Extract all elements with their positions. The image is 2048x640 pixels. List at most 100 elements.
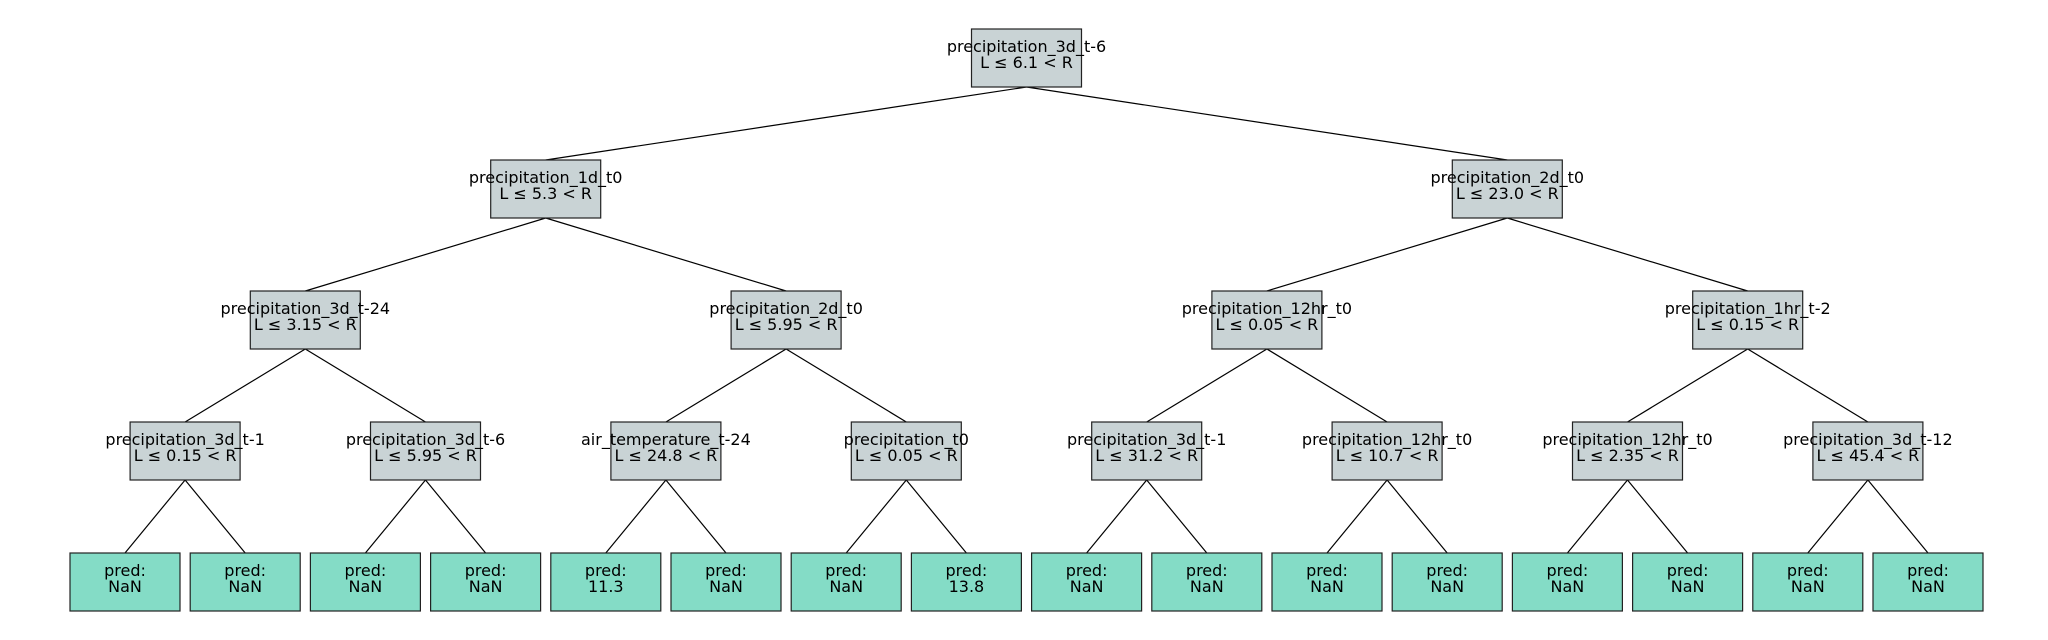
leaf-pred-label: pred: [1547, 561, 1589, 580]
leaf-box [189, 552, 301, 612]
tree-edge [1627, 479, 1689, 554]
leaf-pred-label: pred: [1186, 561, 1228, 580]
split-rule: L ≤ 0.15 < R [1696, 315, 1799, 334]
leaf-pred-label: pred: [946, 561, 988, 580]
tree-edge [364, 479, 426, 554]
split-node: precipitation_3d_t-1L ≤ 0.15 < R [105, 421, 265, 481]
tree-edge [665, 348, 787, 423]
leaf-box [790, 552, 902, 612]
split-rule: L ≤ 3.15 < R [254, 315, 357, 334]
split-rule: L ≤ 23.0 < R [1456, 184, 1559, 203]
leaf-node: pred:NaN [1631, 552, 1744, 612]
leaf-pred-value: 13.8 [949, 577, 985, 596]
leaf-box [69, 552, 181, 612]
tree-edge [305, 217, 546, 292]
split-node: precipitation_3d_t-12L ≤ 45.4 < R [1783, 421, 1953, 481]
leaf-node: pred:NaN [69, 552, 181, 612]
split-rule: L ≤ 5.95 < R [374, 446, 477, 465]
leaf-node: pred:NaN [430, 552, 542, 612]
split-node: precipitation_2d_t0L ≤ 23.0 < R [1431, 159, 1584, 219]
leaf-pred-value: NaN [469, 577, 503, 596]
leaf-node: pred:NaN [309, 552, 421, 612]
leaf-node: pred:NaN [670, 552, 782, 612]
tree-edge [785, 348, 907, 423]
leaf-box [550, 552, 662, 612]
leaf-pred-value: NaN [228, 577, 262, 596]
tree-edge [1266, 217, 1508, 292]
tree-edge [1807, 479, 1869, 554]
leaf-box [670, 552, 782, 612]
split-node: precipitation_1hr_t-2L ≤ 0.15 < R [1665, 290, 1831, 350]
split-box [369, 421, 482, 481]
tree-edge [665, 479, 727, 554]
split-node: precipitation_12hr_t0L ≤ 2.35 < R [1542, 421, 1713, 481]
split-rule: L ≤ 6.1 < R [980, 53, 1073, 72]
split-feature-label: precipitation_t0 [844, 430, 969, 450]
tree-edge [1747, 348, 1869, 423]
split-node: air_temperature_t-24L ≤ 24.8 < R [581, 421, 751, 481]
tree-edge [845, 479, 907, 554]
split-box [129, 421, 241, 481]
tree-nodes: precipitation_3d_t-6L ≤ 6.1 < Rprecipita… [69, 28, 1984, 612]
leaf-box [1391, 552, 1503, 612]
tree-edge [1086, 479, 1148, 554]
leaf-pred-label: pred: [1787, 561, 1829, 580]
leaf-node: pred:NaN [1271, 552, 1383, 612]
leaf-pred-value: NaN [1430, 577, 1464, 596]
leaf-pred-label: pred: [1667, 561, 1709, 580]
split-feature-label: precipitation_3d_t-6 [346, 430, 505, 450]
split-feature-label: precipitation_2d_t0 [709, 299, 863, 319]
split-box [970, 28, 1083, 88]
leaf-pred-label: pred: [345, 561, 387, 580]
split-box [1331, 421, 1443, 481]
split-feature-label: precipitation_3d_t-1 [105, 430, 264, 450]
leaf-pred-label: pred: [1306, 561, 1348, 580]
split-box [1091, 421, 1203, 481]
leaf-pred-label: pred: [585, 561, 627, 580]
split-rule: L ≤ 0.15 < R [134, 446, 237, 465]
leaf-pred-label: pred: [104, 561, 146, 580]
leaf-node: pred:NaN [1391, 552, 1503, 612]
tree-edge [1026, 86, 1508, 161]
tree-edge [905, 479, 967, 554]
leaf-pred-value: NaN [1551, 577, 1585, 596]
split-rule: L ≤ 31.2 < R [1095, 446, 1198, 465]
split-node: precipitation_2d_t0L ≤ 5.95 < R [709, 290, 863, 350]
leaf-pred-value: NaN [1671, 577, 1705, 596]
split-feature-label: precipitation_3d_t-6 [947, 37, 1106, 57]
split-node: precipitation_3d_t-24L ≤ 3.15 < R [221, 290, 390, 350]
leaf-box [309, 552, 421, 612]
leaf-pred-value: NaN [108, 577, 142, 596]
split-box [1211, 290, 1323, 350]
tree-edge [545, 217, 787, 292]
leaf-pred-value: NaN [829, 577, 863, 596]
split-feature-label: precipitation_1d_t0 [469, 168, 623, 188]
leaf-pred-label: pred: [1066, 561, 1108, 580]
split-box [1692, 290, 1804, 350]
leaf-node: pred:NaN [1030, 552, 1143, 612]
split-node: precipitation_3d_t-1L ≤ 31.2 < R [1067, 421, 1226, 481]
leaf-pred-value: NaN [1911, 577, 1945, 596]
tree-edge [304, 348, 426, 423]
leaf-pred-label: pred: [705, 561, 747, 580]
leaf-node: pred:11.3 [550, 552, 662, 612]
split-box [1571, 421, 1684, 481]
leaf-node: pred:NaN [1511, 552, 1624, 612]
tree-edge [545, 86, 1027, 161]
leaf-pred-value: NaN [1310, 577, 1344, 596]
split-feature-label: precipitation_1hr_t-2 [1665, 299, 1831, 319]
leaf-box [430, 552, 542, 612]
tree-edge [425, 479, 487, 554]
leaf-pred-value: NaN [1070, 577, 1104, 596]
tree-edge [1627, 348, 1749, 423]
leaf-pred-value: NaN [709, 577, 743, 596]
leaf-box [910, 552, 1023, 612]
split-rule: L ≤ 0.05 < R [855, 446, 958, 465]
leaf-pred-label: pred: [825, 561, 867, 580]
split-box [850, 421, 962, 481]
leaf-pred-label: pred: [224, 561, 266, 580]
split-rule: L ≤ 5.3 < R [499, 184, 592, 203]
leaf-node: pred:NaN [1151, 552, 1263, 612]
leaf-box [1151, 552, 1263, 612]
